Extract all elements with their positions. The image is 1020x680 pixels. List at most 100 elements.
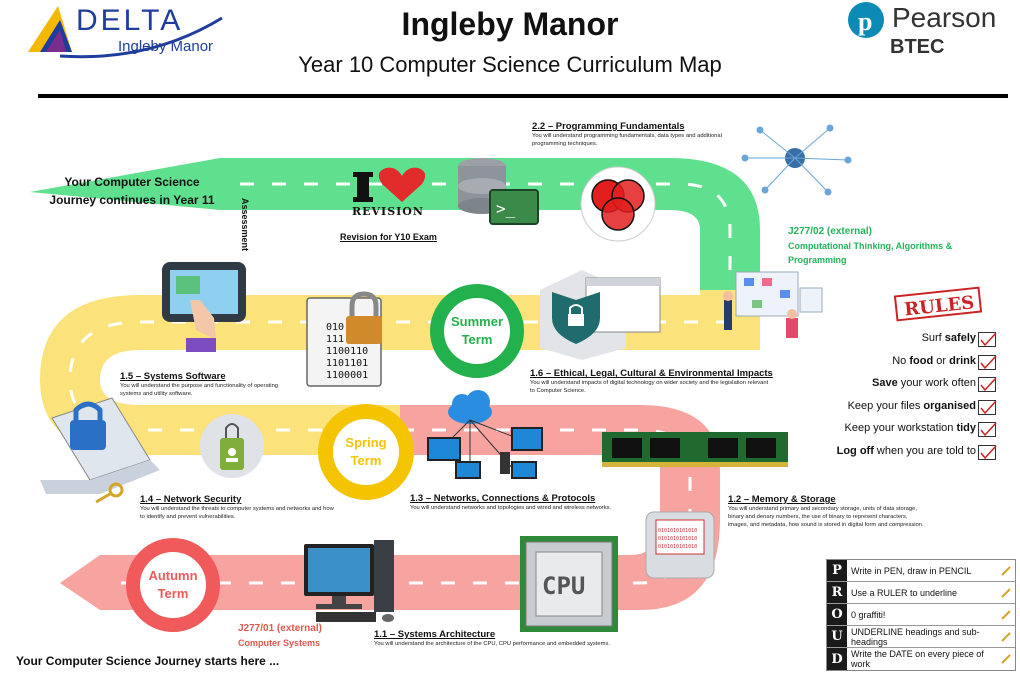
green-road-dashes — [240, 182, 732, 280]
journey-end-text: Your Computer Science Journey continues … — [49, 175, 215, 207]
rule-emphasis: drink — [949, 354, 976, 367]
proud-text: Write the DATE on every piece of work — [851, 649, 984, 669]
topic-desc: You will understand the threats to compu… — [140, 506, 334, 520]
revision-caption: Revision for Y10 Exam — [340, 232, 437, 242]
proud-row: P Write in PEN, draw in PENCIL — [827, 560, 1015, 582]
proud-row-icon — [997, 626, 1015, 647]
rule-emphasis: food — [909, 354, 934, 367]
rule-text: or — [933, 354, 950, 367]
rule-checkbox — [978, 444, 997, 460]
rule-item: Keep your workstation tidy — [800, 418, 976, 441]
storage-chip-icon — [645, 511, 715, 579]
check-mark-icon — [980, 444, 997, 459]
topic-systems-software: 1.5 – Systems Software You will understa… — [120, 371, 280, 398]
ram-module-icon — [602, 432, 788, 467]
topic-networks: 1.3 – Networks, Connections & Protocols … — [410, 493, 650, 512]
proud-letter: P — [827, 560, 847, 581]
exam-code: J277/01 (external) — [238, 623, 322, 634]
topic-desc: You will understand networks and topolog… — [410, 505, 612, 511]
btec-logo-word: BTEC — [890, 36, 945, 58]
proud-row-icon — [997, 648, 1015, 670]
topic-title: 1.3 – Networks, Connections & Protocols — [410, 493, 596, 504]
pearson-logo-icon: p — [848, 2, 884, 38]
venn-diagram-icon — [580, 166, 656, 242]
topic-title: 1.6 – Ethical, Legal, Cultural & Environ… — [530, 368, 773, 379]
summer-term-badge: Summer Term — [430, 284, 524, 378]
topic-ethical-impacts: 1.6 – Ethical, Legal, Cultural & Environ… — [530, 368, 773, 395]
topic-title: 1.4 – Network Security — [140, 494, 242, 505]
topic-title: 2.2 – Programming Fundamentals — [532, 121, 685, 132]
proud-text: Use a RULER to underline — [851, 587, 958, 598]
topic-desc: You will understand the architecture of … — [374, 641, 610, 647]
proud-text: Write in PEN, draw in PENCIL — [851, 565, 972, 576]
rule-emphasis: organised — [923, 399, 976, 412]
memory-binary-text-3: 0101010101010 — [658, 544, 697, 550]
topic-title: 1.1 – Systems Architecture — [374, 629, 496, 640]
binary-text-2: 111 — [326, 334, 344, 345]
rule-text: Keep your files — [847, 399, 924, 412]
memory-binary-text: 0101010101010 — [658, 528, 697, 534]
rule-item: Keep your files organised — [800, 396, 976, 419]
proud-text: 0 graffiti! — [851, 609, 886, 620]
memory-binary-text-2: 0101010101010 — [658, 536, 697, 542]
binary-text-1: 010 — [326, 322, 344, 333]
topic-desc: You will understand programming fundamen… — [532, 133, 722, 147]
rule-item: Surf safely — [800, 328, 976, 351]
spring-term-badge: Spring Term — [318, 404, 414, 500]
pearson-logo-word: Pearson — [892, 2, 997, 33]
ai-network-icon — [741, 124, 852, 196]
yellow-road-dashes — [68, 320, 730, 432]
rule-checkbox — [978, 422, 997, 437]
binary-text-4: 1101101 — [326, 358, 368, 369]
summer-term-label: Summer Term — [450, 314, 504, 347]
rule-checkbox — [978, 377, 997, 392]
rule-checkbox — [978, 399, 997, 415]
rule-emphasis: Save — [872, 377, 898, 389]
proud-row-icon — [997, 560, 1015, 581]
page-subtitle: Year 10 Computer Science Curriculum Map — [298, 52, 722, 77]
cpu-label: CPU — [542, 572, 585, 600]
binary-padlock-icon — [306, 291, 382, 387]
delta-logo-word: DELTA — [76, 4, 184, 37]
cloud-network-icon — [427, 390, 543, 479]
check-mark-icon — [980, 354, 997, 369]
security-tag-icon — [200, 414, 264, 478]
rule-text: Surf — [921, 332, 945, 344]
rule-item: No food or drink — [800, 351, 976, 374]
rule-text: your work often — [897, 377, 976, 389]
database-terminal-icon: >_ — [458, 158, 539, 225]
binary-text-3: 1100110 — [326, 346, 368, 357]
journey-start-text: Your Computer Science Journey starts her… — [16, 654, 280, 668]
exam-name: Computational Thinking, Algorithms & Pro… — [788, 241, 953, 265]
rule-item: Save your work often — [800, 373, 976, 396]
check-mark-icon — [980, 377, 997, 392]
green-road — [30, 158, 760, 290]
topic-desc: You will understand the purpose and func… — [120, 383, 279, 397]
proud-letter: D — [827, 648, 847, 670]
topic-title: 1.5 – Systems Software — [120, 371, 226, 382]
revision-heart-icon — [353, 167, 426, 202]
check-mark-icon — [980, 399, 997, 414]
tablet-touch-icon — [162, 262, 246, 352]
topic-title: 1.2 – Memory & Storage — [728, 494, 836, 505]
proud-text: UNDERLINE headings and sub-headings — [851, 626, 980, 647]
check-mark-icon — [980, 422, 997, 437]
revision-word: REVISION — [352, 205, 424, 218]
header-divider — [38, 94, 1008, 98]
proud-row-icon — [997, 604, 1015, 625]
desktop-computer-icon — [304, 540, 394, 622]
rule-emphasis: safely — [944, 332, 976, 344]
flowchart-team-icon — [723, 271, 823, 338]
exam-code: J277/02 (external) — [788, 226, 872, 237]
proud-letter: U — [827, 626, 847, 647]
svg-text:p: p — [858, 7, 872, 36]
rule-checkbox — [978, 354, 997, 370]
spring-term-label: Spring Term — [345, 435, 387, 468]
assessment-label: Assessment — [240, 198, 250, 252]
autumn-term-label: Autumn Term — [148, 568, 198, 601]
